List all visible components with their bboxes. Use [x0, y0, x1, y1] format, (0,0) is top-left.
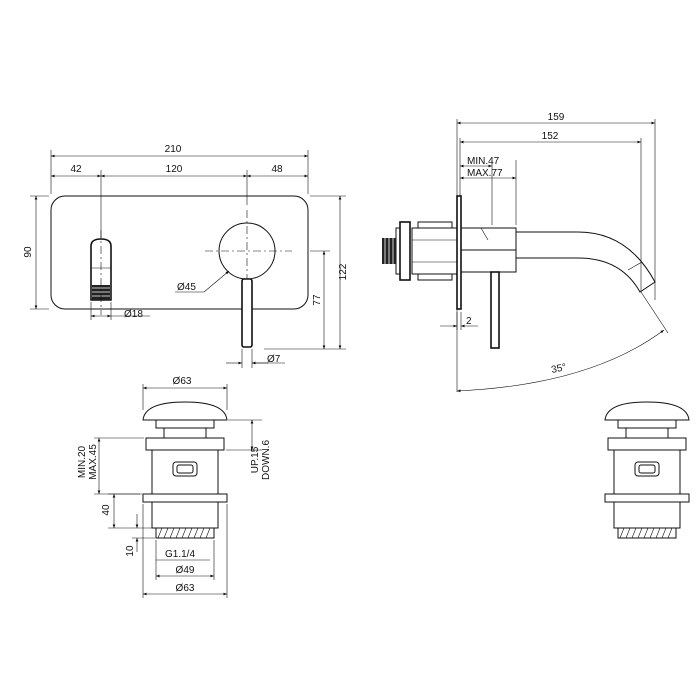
- dim-swivel-angle: 35°: [550, 362, 567, 376]
- side-wall-plate: [456, 195, 462, 310]
- dim-cap-diameter: Ø63: [173, 376, 192, 387]
- dim-right-offset: 48: [271, 164, 283, 175]
- dim-travel-up: UP.15: [250, 446, 261, 473]
- dim-plate-thickness: 2: [466, 316, 472, 327]
- dim-min-height: MIN.20: [77, 445, 88, 478]
- dim-overall-depth: 159: [548, 112, 565, 123]
- dim-knob-diameter: Ø45: [177, 282, 196, 293]
- dim-thread-height: 10: [125, 545, 136, 557]
- dim-min-depth: MIN.47: [467, 156, 500, 167]
- drain-body: [151, 449, 219, 495]
- dim-spout-diameter: Ø18: [124, 309, 143, 320]
- dim-lever-diameter: Ø7: [267, 354, 281, 365]
- dim-lever-height: 77: [312, 294, 323, 306]
- side-view: 159 152 MIN.47 MAX.77: [382, 112, 669, 393]
- connection-nut: [382, 238, 396, 264]
- drain-view: Ø63 MIN.20 MAX.45: [77, 376, 272, 598]
- dim-overall-height: 122: [338, 263, 349, 280]
- dim-max-height: MAX.45: [88, 444, 99, 480]
- side-lever: [490, 271, 500, 349]
- drain-view-plain: [604, 401, 690, 539]
- thread-spec: G1.1/4: [165, 549, 195, 560]
- dim-plate-height: 90: [23, 246, 34, 258]
- dim-spout-projection: 152: [542, 131, 559, 142]
- front-view: 210 42 120 48 90 122 77 Ø18: [23, 144, 349, 368]
- dim-overall-width: 210: [165, 144, 182, 155]
- dim-body-height: 40: [101, 504, 112, 516]
- dim-thread-diameter: Ø49: [176, 565, 195, 576]
- drain-thread: [155, 527, 215, 539]
- dim-flange-diameter: Ø63: [176, 583, 195, 594]
- dim-center-distance: 120: [166, 164, 183, 175]
- dim-travel-down: DOWN.6: [261, 440, 272, 480]
- wall-plate: [50, 195, 309, 310]
- dim-left-offset: 42: [70, 164, 82, 175]
- side-spout: [516, 231, 656, 293]
- drain-cap: [142, 401, 228, 421]
- dim-max-depth: MAX.77: [467, 168, 503, 179]
- mixer-lever: [241, 278, 253, 348]
